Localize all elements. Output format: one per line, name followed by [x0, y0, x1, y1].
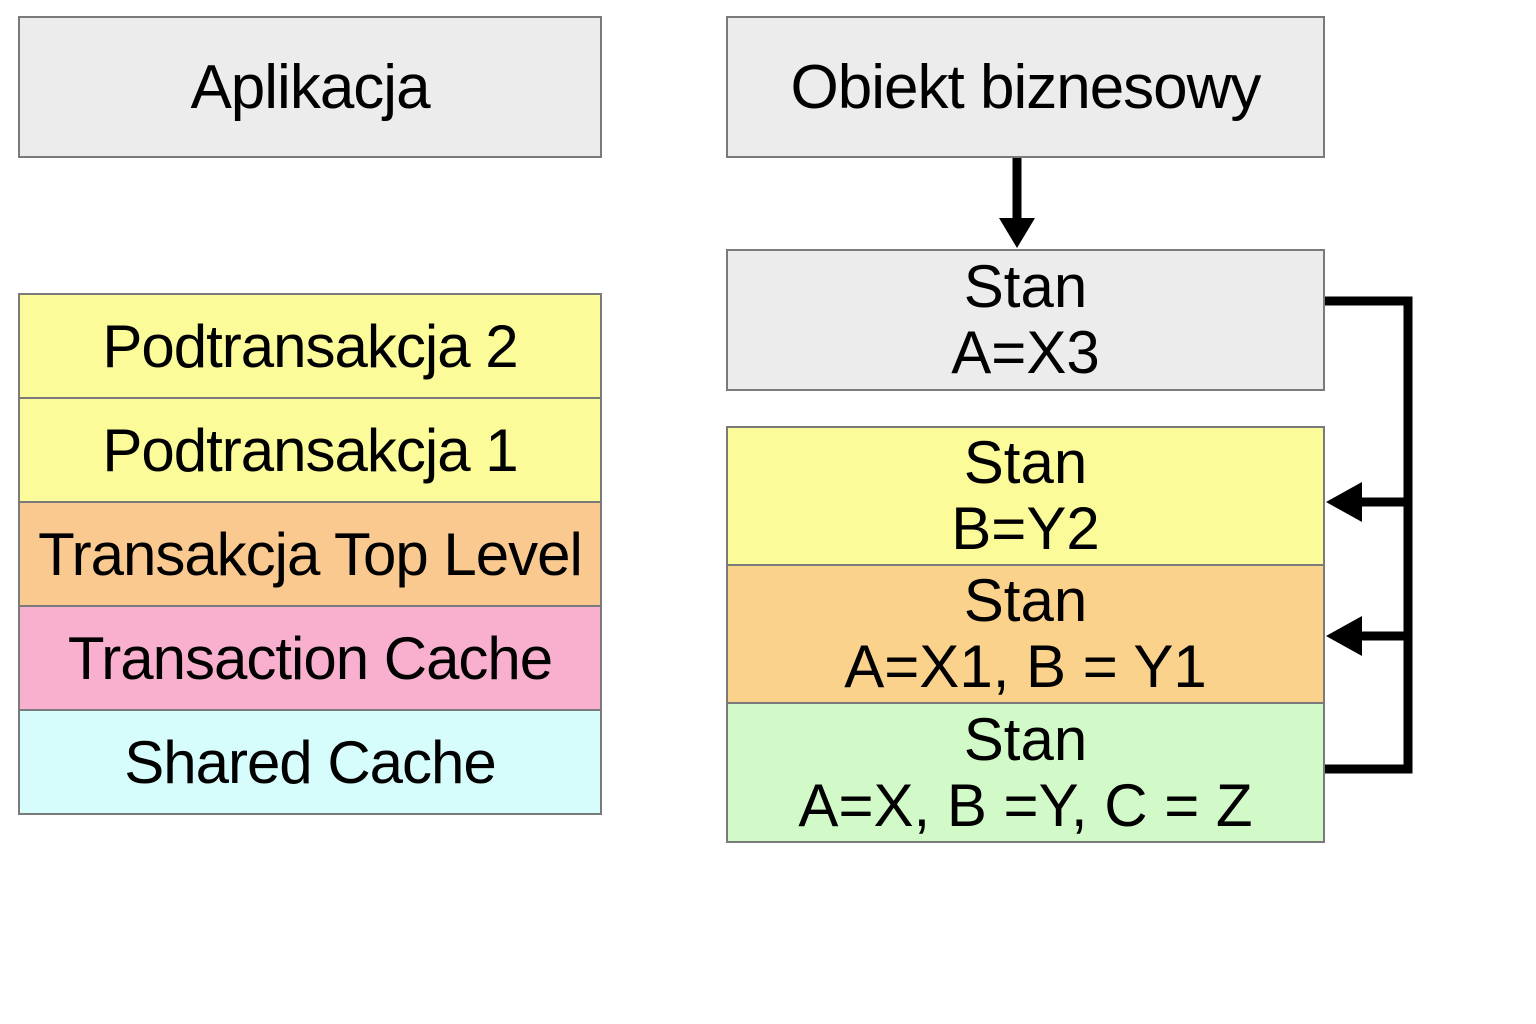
state-title: Stan [963, 429, 1088, 496]
left-arrow-icon [1326, 482, 1408, 522]
state-box-top-level: Stan A=X1, B = Y1 [726, 564, 1325, 704]
layer-label: Podtransakcja 2 [102, 312, 518, 380]
layer-shared-cache: Shared Cache [18, 709, 602, 815]
layer-label: Transaction Cache [67, 624, 553, 692]
state-values: B=Y2 [951, 495, 1100, 562]
state-box-shared: Stan A=X, B =Y, C = Z [726, 702, 1325, 843]
layer-label: Transakcja Top Level [38, 520, 583, 588]
left-arrow-icon [1326, 616, 1408, 656]
state-box-current: Stan A=X3 [726, 249, 1325, 391]
bracket-connector [1325, 296, 1413, 774]
state-box-podtransakcja: Stan B=Y2 [726, 426, 1325, 566]
layer-transaction-cache: Transaction Cache [18, 605, 602, 711]
state-values: A=X1, B = Y1 [844, 633, 1207, 700]
state-values: A=X3 [951, 319, 1100, 386]
business-object-box: Obiekt biznesowy [726, 16, 1325, 158]
application-label: Aplikacja [190, 52, 430, 122]
state-title: Stan [963, 705, 1088, 773]
business-object-label: Obiekt biznesowy [790, 52, 1262, 122]
state-values: A=X, B =Y, C = Z [798, 771, 1253, 839]
layer-label: Shared Cache [124, 728, 497, 796]
layer-podtransakcja-2: Podtransakcja 2 [18, 293, 602, 399]
layer-label: Podtransakcja 1 [102, 416, 518, 484]
layer-transakcja-top-level: Transakcja Top Level [18, 501, 602, 607]
state-title: Stan [963, 567, 1088, 634]
state-title: Stan [963, 253, 1088, 320]
application-box: Aplikacja [18, 16, 602, 158]
layer-podtransakcja-1: Podtransakcja 1 [18, 397, 602, 503]
down-arrow-icon [999, 158, 1035, 248]
